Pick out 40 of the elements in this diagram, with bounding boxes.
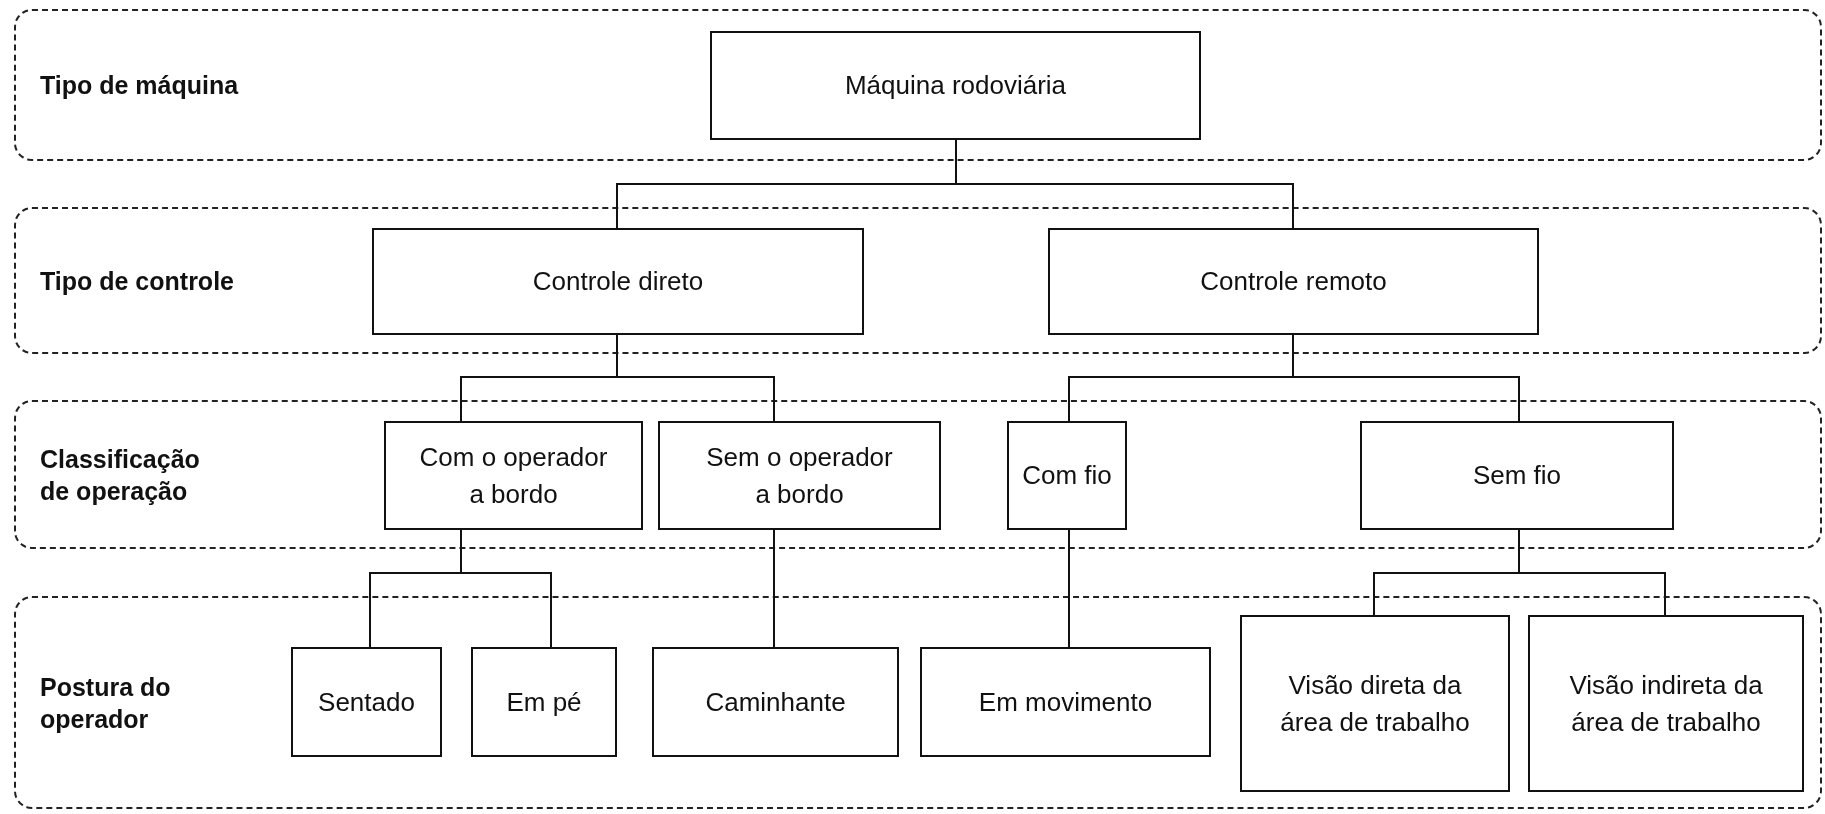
category-label: Com o operador a bordo (418, 441, 609, 511)
category-box (1048, 228, 1539, 335)
category-box (1360, 421, 1674, 530)
category-box (652, 647, 899, 757)
level-band (14, 400, 1822, 549)
connector-line (616, 334, 775, 422)
category-box (1240, 615, 1510, 792)
connector-line (773, 529, 775, 648)
category-label: Visão indireta da área de trabalho (1568, 669, 1764, 739)
category-label: Sem fio (1472, 459, 1562, 493)
level-band (14, 596, 1822, 809)
level-heading: Tipo de máquina (40, 69, 239, 101)
category-box (471, 647, 617, 757)
category-box (291, 647, 442, 757)
category-label: Visão direta da área de trabalho (1279, 669, 1471, 739)
category-label: Caminhante (705, 685, 846, 719)
category-box (372, 228, 864, 335)
connector-line (460, 529, 552, 648)
category-box (710, 31, 1201, 140)
category-label: Sentado (318, 685, 415, 719)
level-heading: Tipo de controle (40, 265, 234, 297)
category-label: Em movimento (978, 685, 1153, 719)
category-label: Sem o operador a bordo (705, 441, 894, 511)
category-box (920, 647, 1211, 757)
connector-line (1518, 529, 1666, 616)
category-label: Controle direto (532, 265, 704, 299)
category-label: Controle remoto (1200, 265, 1387, 299)
level-heading: Classificação de operação (40, 443, 201, 507)
category-box (1528, 615, 1804, 792)
category-label: Em pé (506, 685, 582, 719)
level-band (14, 207, 1822, 354)
category-box (1007, 421, 1127, 530)
connector-line (1292, 334, 1520, 422)
category-box (384, 421, 643, 530)
category-box (658, 421, 941, 530)
category-label: Com fio (1022, 459, 1112, 493)
level-band (14, 9, 1822, 161)
connector-line (1068, 529, 1070, 648)
category-label: Máquina rodoviária (844, 69, 1067, 103)
level-heading: Postura do operador (40, 671, 172, 735)
